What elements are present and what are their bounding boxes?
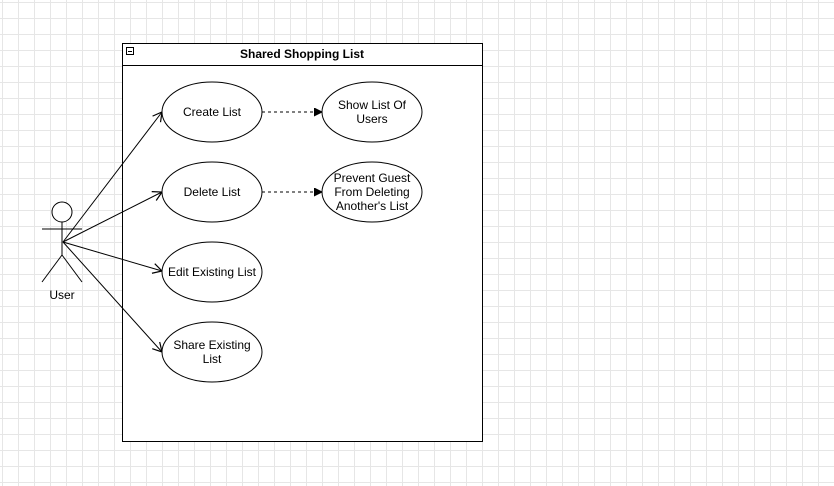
actor-user-icon[interactable]: [41, 201, 83, 283]
association-delete-list[interactable]: [62, 190, 164, 243]
use-case-delete-list[interactable]: [161, 161, 263, 223]
use-case-show-list-of-users[interactable]: [321, 81, 423, 143]
actor-head: [51, 201, 73, 223]
association-edit-existing-list[interactable]: [62, 241, 164, 274]
use-case-edit-existing-list[interactable]: [161, 241, 263, 303]
actor-left-leg: [41, 254, 63, 283]
system-title: Shared Shopping List: [239, 47, 364, 61]
actor-right-leg: [61, 254, 83, 283]
association-create-list[interactable]: [62, 111, 163, 243]
use-case-create-list[interactable]: [161, 81, 263, 143]
collapse-icon[interactable]: [126, 47, 134, 55]
association-share-existing-list[interactable]: [62, 241, 163, 353]
actor-label: User: [49, 288, 75, 302]
use-case-share-existing-list[interactable]: [161, 321, 263, 383]
use-case-prevent-guest[interactable]: [321, 161, 423, 223]
